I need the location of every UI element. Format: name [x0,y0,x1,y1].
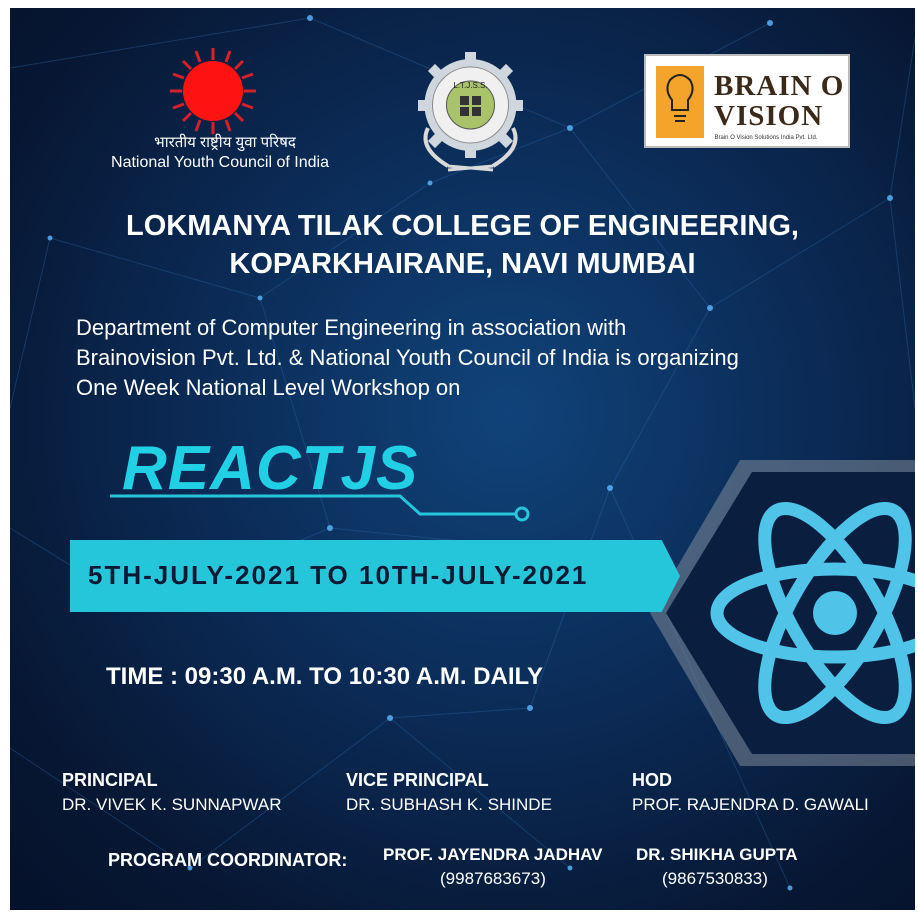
workshop-title: REACTJS [122,434,419,503]
hod-role: HOD [632,770,672,790]
brainovision-brand-line2: VISION [714,100,824,132]
ltjss-gear-emblem: L.T.J.S.S. [418,52,523,172]
date-banner [70,540,680,612]
coordinator2-name: DR. SHIKHA GUPTA [636,845,798,864]
coordinator1-name: PROF. JAYENDRA JADHAV [383,845,603,864]
circuit-line-decoration [110,494,530,522]
college-name-line2: KOPARKHAIRANE, NAVI MUMBAI [229,248,696,280]
ltjss-text: L.T.J.S.S. [453,81,487,90]
nyci-hindi-name: भारतीय राष्ट्रीय युवा परिषद [154,134,296,151]
vice-principal-name: DR. SUBHASH K. SHINDE [346,795,552,814]
nyci-english-name: National Youth Council of India [111,154,329,171]
coordinator1-phone: (9987683673) [440,869,546,888]
sun-emblem-icon [170,48,256,134]
coordinator2-phone: (9867530833) [662,869,768,888]
workshop-poster: भारतीय राष्ट्रीय युवा परिषद National You… [10,8,915,910]
coordinator-role: PROGRAM COORDINATOR: [108,850,348,870]
intro-line1: Department of Computer Engineering in as… [76,315,627,340]
lightbulb-head-icon [656,66,704,138]
workshop-dates: 5TH-JULY-2021 TO 10TH-JULY-2021 [88,560,589,590]
hod-name: PROF. RAJENDRA D. GAWALI [632,795,869,814]
vice-principal-role: VICE PRINCIPAL [346,770,489,790]
brainovision-company-name: Brain O Vision Solutions India Pvt. Ltd. [714,135,818,141]
principal-name: DR. VIVEK K. SUNNAPWAR [62,795,282,814]
college-name-line1: LOKMANYA TILAK COLLEGE OF ENGINEERING, [126,210,799,242]
intro-line3: One Week National Level Workshop on [76,375,461,400]
brainovision-brand-line1: BRAIN O [714,70,845,102]
brainovision-logo: BRAIN O VISION Brain O Vision Solutions … [644,54,850,148]
intro-line2: Brainovision Pvt. Ltd. & National Youth … [76,345,739,370]
principal-role: PRINCIPAL [62,770,158,790]
workshop-time: TIME : 09:30 A.M. TO 10:30 A.M. DAILY [106,663,543,690]
react-atom-icon [650,460,915,766]
